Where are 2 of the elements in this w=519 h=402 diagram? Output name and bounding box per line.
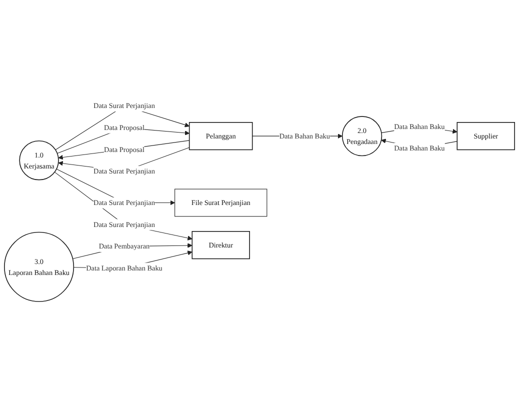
arrow xyxy=(58,140,190,160)
arrow xyxy=(54,172,192,240)
